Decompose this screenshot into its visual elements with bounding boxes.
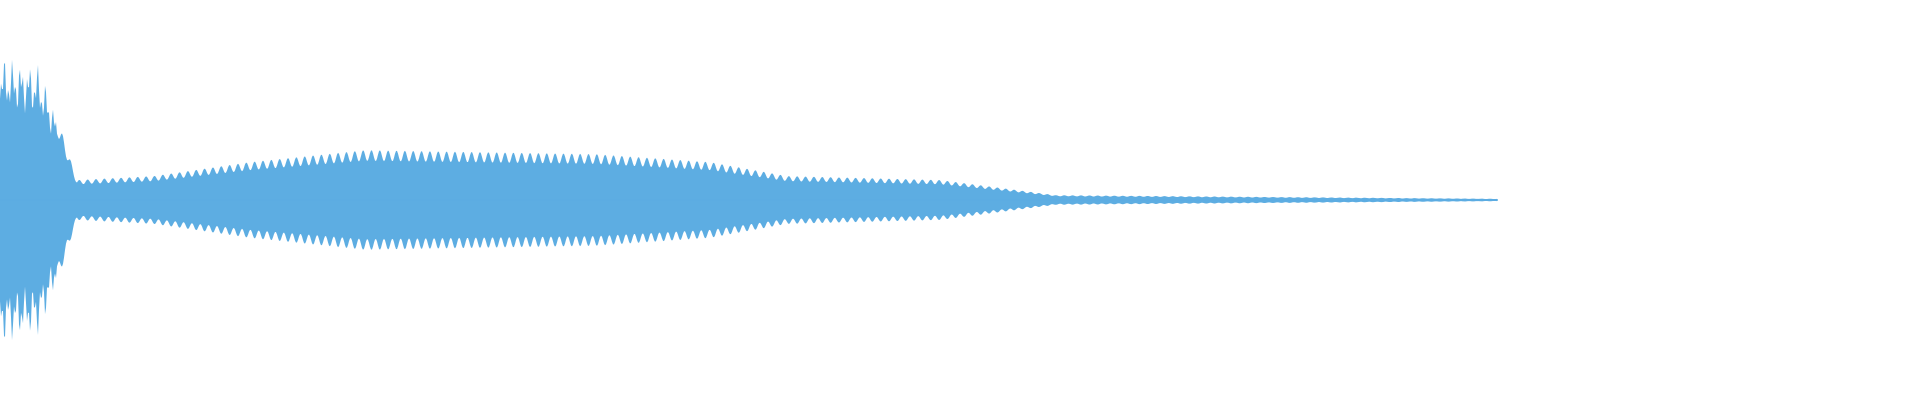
audio-waveform — [0, 59, 1498, 341]
waveform-panel — [0, 59, 1498, 341]
